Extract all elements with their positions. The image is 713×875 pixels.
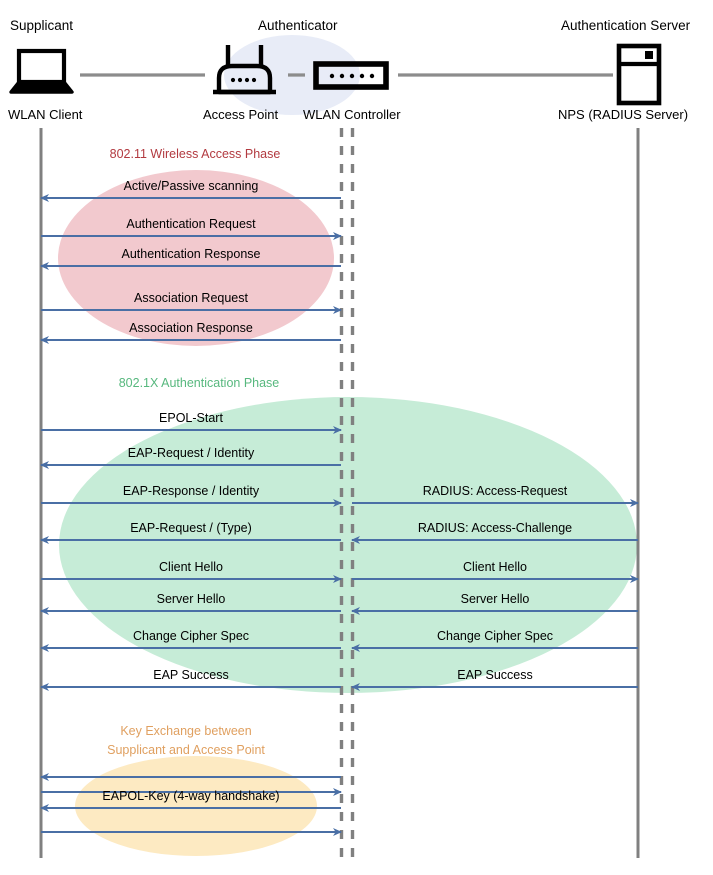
phase-ellipse-80211	[58, 170, 334, 346]
phase-ellipse-key-exchange	[75, 756, 317, 856]
laptop-icon	[9, 48, 74, 94]
actor-role-auth-server: Authentication Server	[561, 18, 691, 33]
message-label: EAP Success	[457, 668, 533, 682]
message-label: Client Hello	[159, 560, 223, 574]
phase-label-key-exchange-line1: Key Exchange between	[120, 724, 252, 738]
message-label: Server Hello	[460, 592, 530, 606]
actor-device-wlan-controller: WLAN Controller	[303, 107, 401, 122]
message-label: RADIUS: Access-Request	[422, 484, 568, 498]
actor-role-authenticator: Authenticator	[258, 18, 338, 33]
actor-role-supplicant: Supplicant	[10, 18, 74, 33]
message-label: EAP-Response / Identity	[122, 484, 260, 498]
message-label: EAPOL-Key (4-way handshake)	[102, 789, 280, 803]
wireless-router-icon	[213, 45, 276, 95]
actor-device-wlan-client: WLAN Client	[8, 107, 83, 122]
phase-label-key-exchange: Key Exchange between Supplicant and Acce…	[0, 722, 372, 760]
message-label: Server Hello	[156, 592, 226, 606]
message-label: EPOL-Start	[159, 411, 223, 425]
message-arrow-layer	[40, 194, 639, 836]
actor-device-access-point: Access Point	[203, 107, 279, 122]
phase-label-80211: 802.11 Wireless Access Phase	[109, 147, 281, 161]
message-label: RADIUS: Access-Challenge	[417, 521, 573, 535]
message-label: Change Cipher Spec	[132, 629, 250, 643]
phase-ellipse-8021x	[59, 397, 637, 693]
phase-label-key-exchange-line2: Supplicant and Access Point	[107, 743, 265, 757]
server-tower-icon	[616, 43, 662, 106]
message-label: EAP Success	[153, 668, 229, 682]
message-label: Authentication Response	[121, 247, 261, 261]
message-label: Association Request	[134, 291, 248, 305]
message-label: Client Hello	[463, 560, 527, 574]
message-label: Active/Passive scanning	[123, 179, 259, 193]
network-switch-icon	[313, 61, 389, 90]
message-label: EAP-Request / (Type)	[130, 521, 252, 535]
actor-device-nps-server: NPS (RADIUS Server)	[558, 107, 689, 122]
message-label: Change Cipher Spec	[436, 629, 554, 643]
message-label: EAP-Request / Identity	[127, 446, 255, 460]
phase-label-8021x: 802.1X Authentication Phase	[118, 376, 280, 390]
message-label: Association Response	[129, 321, 253, 335]
message-label: Authentication Request	[126, 217, 256, 231]
